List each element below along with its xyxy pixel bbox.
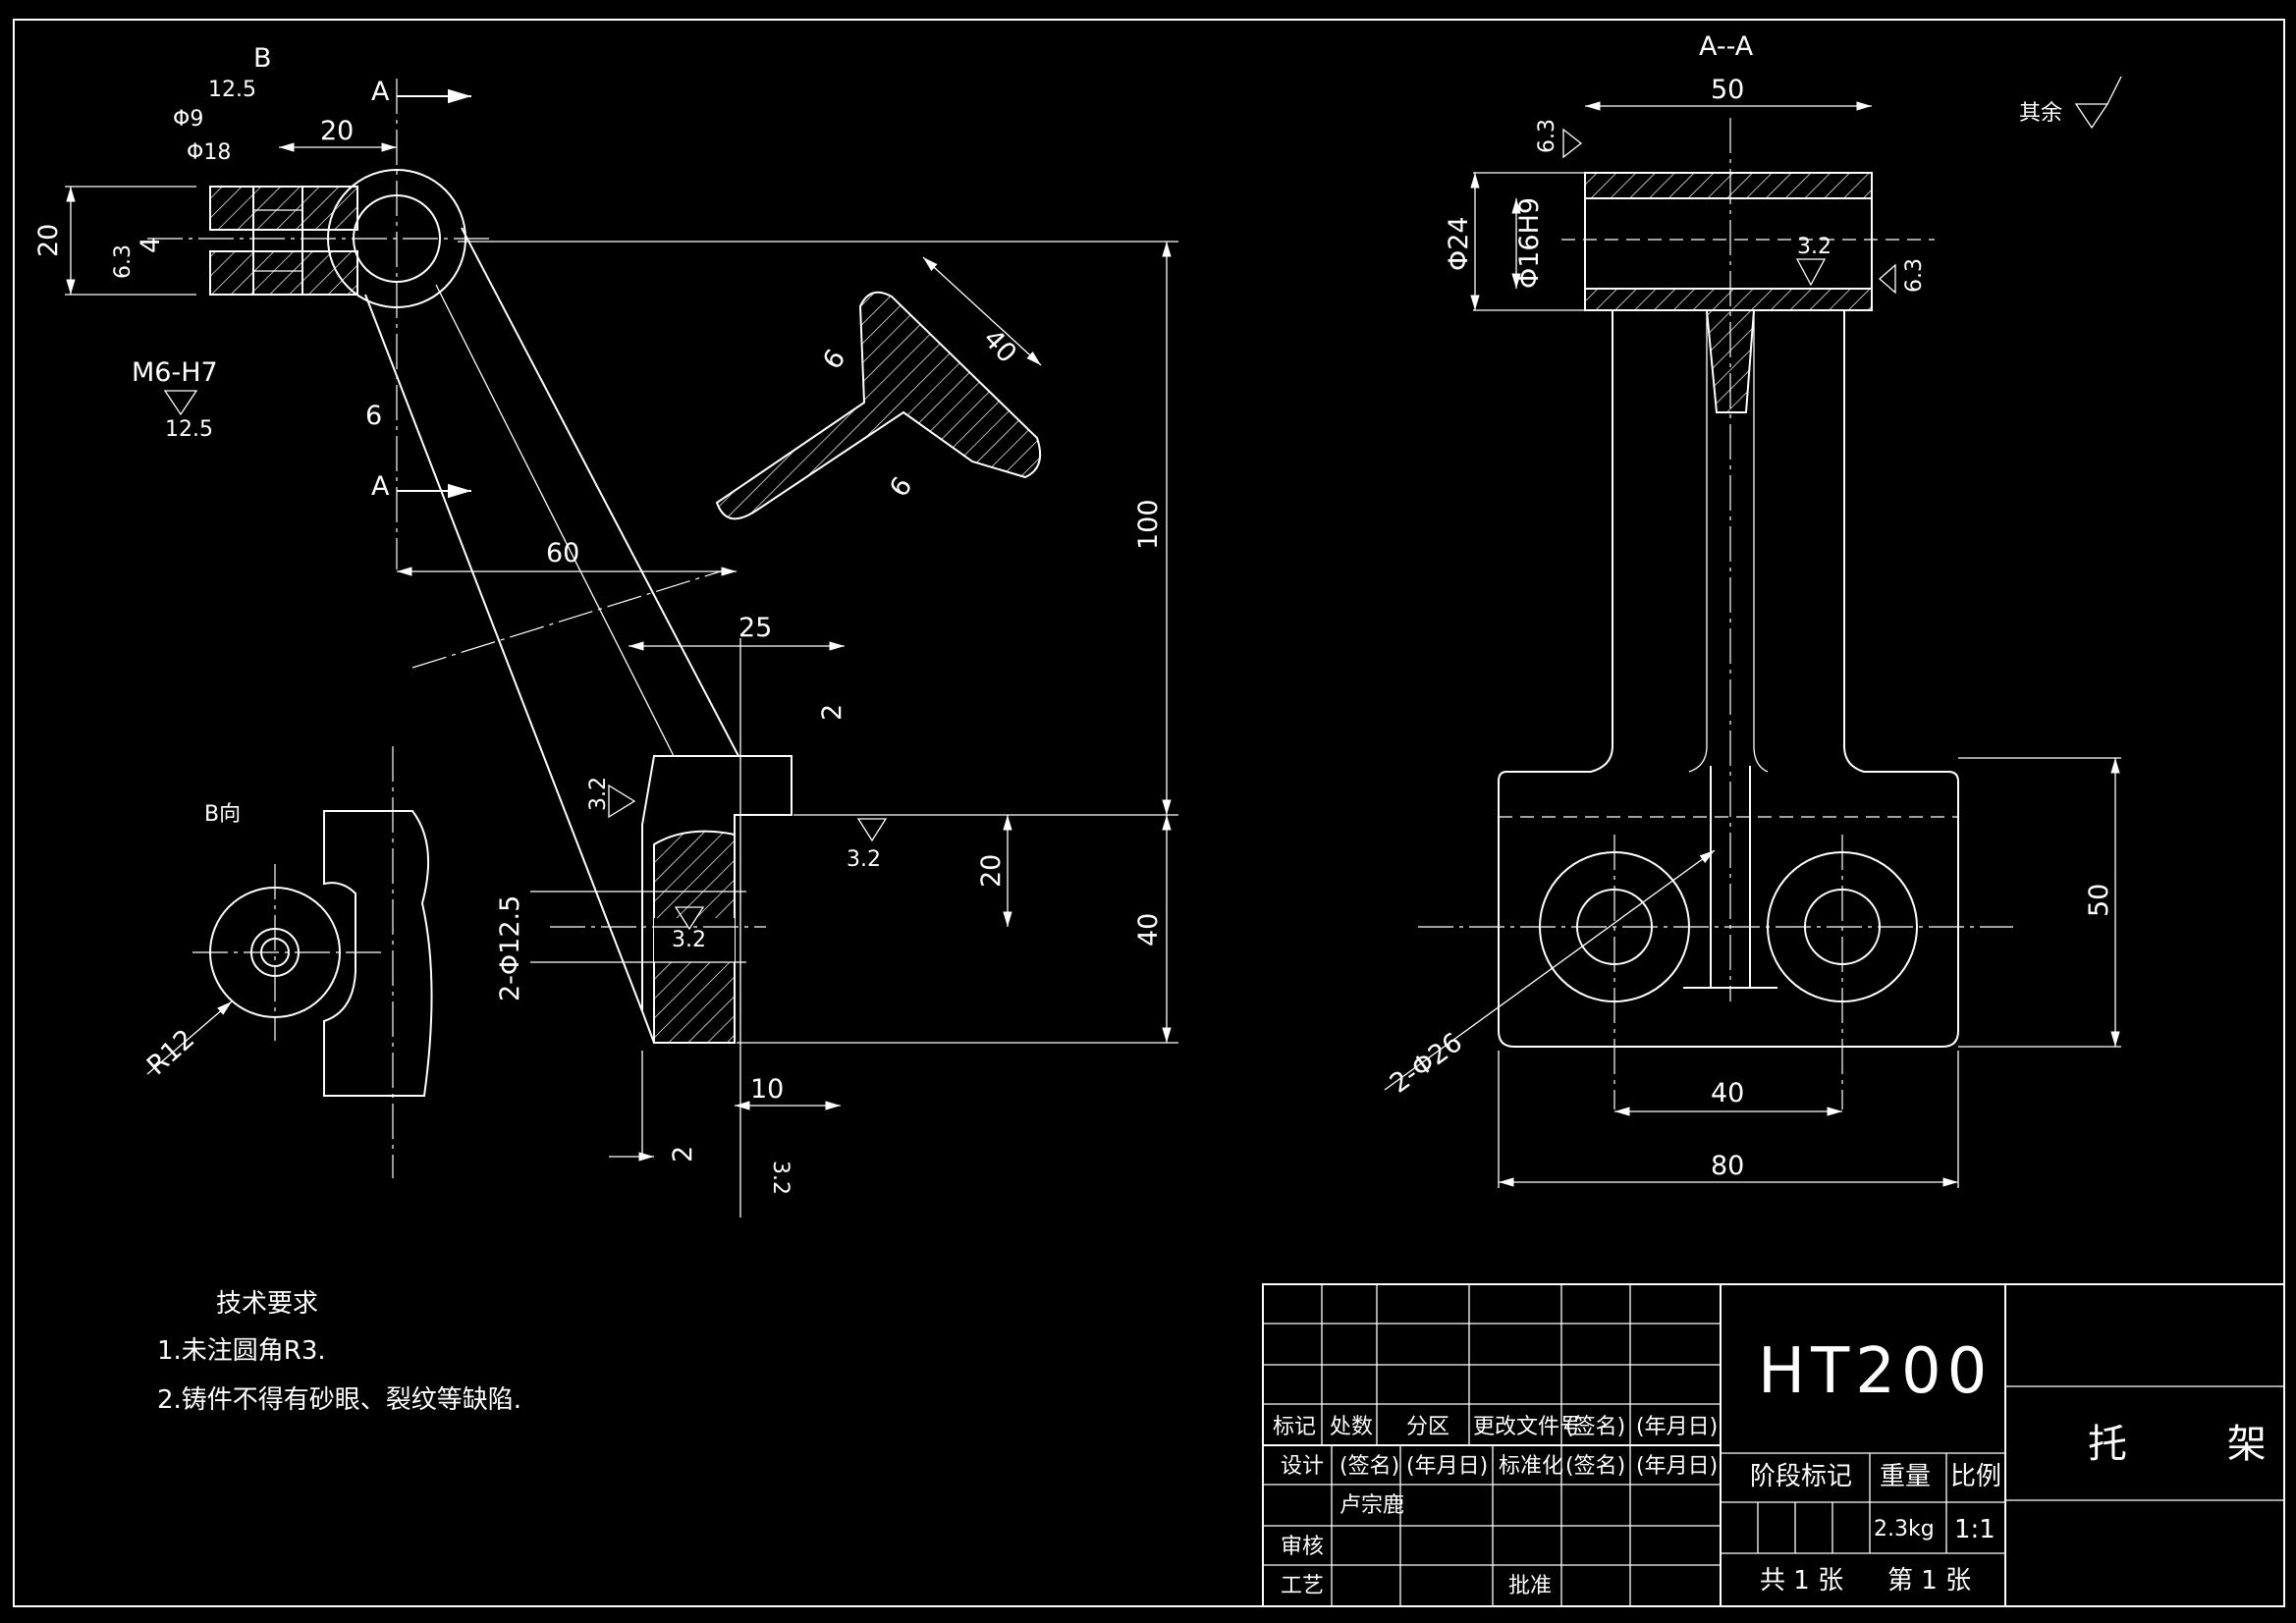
cut-label-a-top: A: [371, 77, 390, 107]
dim-2-top: 2: [817, 704, 847, 721]
dim-m6: M6-H7: [132, 357, 218, 388]
tb-stage-mark: 阶段标记: [1750, 1462, 1852, 1491]
tech-req-item-2: 2.铸件不得有砂眼、裂纹等缺陷.: [157, 1385, 521, 1415]
default-roughness-label: 其余: [2019, 101, 2062, 126]
clamp-lug-lower: [209, 250, 358, 296]
tb-h1-sign: (签名): [1565, 1415, 1625, 1439]
tb-h1-mark: 标记: [1273, 1415, 1316, 1439]
dim-d24: Φ24: [1444, 216, 1474, 271]
roughness-3-2-mid: 3.2: [1797, 235, 1831, 259]
roughness-3-2-b: 3.2: [847, 847, 881, 872]
tb-review: 审核: [1281, 1535, 1324, 1559]
dim-50-top: 50: [1711, 75, 1744, 105]
roughness-3-2-a: 3.2: [586, 777, 611, 811]
tb-h2-sign2: (签名): [1565, 1454, 1625, 1479]
cut-label-b: B: [253, 43, 272, 74]
dim-2d26: 2-Φ26: [1385, 1027, 1468, 1100]
roughness-12-5-top: 12.5: [208, 78, 256, 102]
tb-h1-date: (年月日): [1636, 1415, 1718, 1439]
sheet-border: [13, 19, 2285, 1607]
dim-20-left: 20: [33, 224, 64, 257]
dim-2d125: 2-Φ12.5: [495, 895, 525, 1001]
dim-60: 60: [546, 538, 579, 568]
tb-approve: 批准: [1508, 1574, 1552, 1598]
rib-section: [715, 291, 1041, 520]
dim-40-right: 40: [1133, 913, 1164, 947]
tb-process: 工艺: [1281, 1574, 1324, 1598]
dim-d16h9: Φ16H9: [1514, 197, 1545, 289]
tb-h1-count: 处数: [1330, 1415, 1373, 1439]
tb-weight-label: 重量: [1880, 1462, 1931, 1491]
technical-requirements: 技术要求 1.未注圆角R3. 2.铸件不得有砂眼、裂纹等缺陷.: [157, 1289, 521, 1415]
dim-10: 10: [750, 1074, 784, 1105]
tb-sheets-total: 共 1 张: [1760, 1566, 1843, 1596]
dim-50-right: 50: [2084, 884, 2114, 917]
clamp-lug-upper: [209, 186, 358, 231]
tb-material: HT200: [1758, 1335, 1993, 1408]
dim-d18: Φ18: [187, 140, 231, 165]
dim-25: 25: [738, 613, 772, 643]
view-b: B向 R12: [141, 746, 433, 1178]
front-view: A A B 20 20 4 6 60 25 2 100 20 40 10 2 4…: [33, 43, 1178, 1217]
tech-req-item-1: 1.未注圆角R3.: [157, 1336, 326, 1366]
dim-20-right: 20: [976, 854, 1007, 888]
dim-100: 100: [1133, 499, 1164, 550]
roughness-3-2-c: 3.2: [672, 928, 706, 952]
roughness-6-3-top: 6.3: [1535, 119, 1559, 153]
section-label: A--A: [1699, 31, 1754, 62]
tb-part-name: 托 架: [2088, 1422, 2267, 1467]
roughness-3-2-d: 3.2: [768, 1161, 793, 1195]
roughness-6-3-left: 6.3: [111, 244, 136, 279]
dim-80: 80: [1711, 1151, 1744, 1181]
dim-40-rib: 40: [977, 324, 1022, 369]
tb-h1-doc: 更改文件号: [1473, 1415, 1581, 1439]
dim-d9: Φ9: [173, 107, 203, 132]
dim-4: 4: [136, 237, 166, 253]
dim-6-rib-a: 6: [817, 344, 851, 375]
tb-h2-std: 标准化: [1499, 1454, 1563, 1479]
tb-h2-sign: (签名): [1339, 1454, 1399, 1479]
tb-designer: 卢宗鹿: [1339, 1493, 1404, 1518]
dim-2-bottom: 2: [668, 1146, 698, 1163]
view-b-label: B向: [204, 802, 241, 827]
cut-label-a-bottom: A: [371, 471, 390, 502]
section-view-aa: A--A 其余 5: [1384, 31, 2122, 1188]
tb-scale-label: 比例: [1950, 1462, 2001, 1491]
roughness-12-5-bottom: 12.5: [165, 417, 213, 442]
dim-r12: R12: [141, 1024, 200, 1082]
tb-scale: 1:1: [1954, 1515, 1995, 1544]
dim-6-rib-b: 6: [884, 471, 918, 503]
roughness-6-3-right: 6.3: [1902, 258, 1927, 293]
tb-h1-zone: 分区: [1406, 1415, 1449, 1439]
tb-h2-date2: (年月日): [1636, 1454, 1718, 1479]
tb-h2-date: (年月日): [1406, 1454, 1488, 1479]
dim-40-bottom: 40: [1711, 1078, 1744, 1109]
dim-6-left: 6: [365, 401, 382, 431]
tb-weight: 2.3kg: [1874, 1517, 1935, 1542]
tech-req-title: 技术要求: [216, 1289, 318, 1319]
tb-h2-design: 设计: [1281, 1454, 1324, 1479]
dim-20-top: 20: [320, 116, 354, 146]
title-block: 标记 处数 分区 更改文件号 (签名) (年月日) 设计 (签名) (年月日) …: [1262, 1283, 2285, 1607]
tb-sheet-no: 第 1 张: [1887, 1566, 1971, 1596]
